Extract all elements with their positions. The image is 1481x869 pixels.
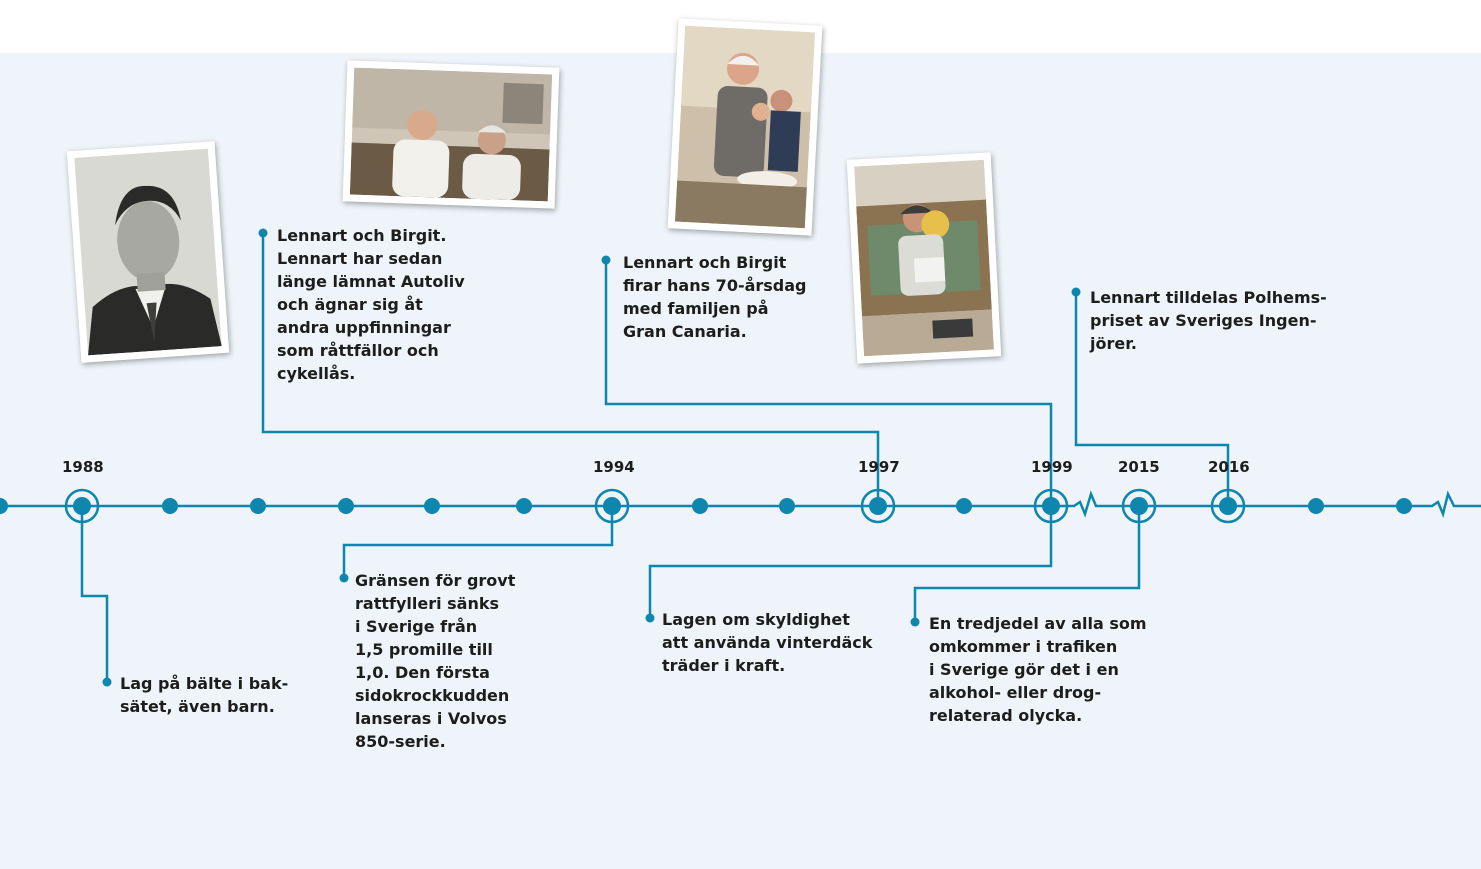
tick-dot xyxy=(516,498,532,514)
connector-1988-caption xyxy=(80,506,109,682)
dot-1997 xyxy=(869,497,887,515)
dot-1994 xyxy=(603,497,621,515)
tick-dot xyxy=(692,498,708,514)
portrait-photo xyxy=(66,141,230,363)
year-2016: 2016 xyxy=(1208,458,1250,476)
timeline-axis xyxy=(0,490,1481,518)
tick-dot xyxy=(1396,498,1412,514)
ring-1999 xyxy=(1033,488,1069,524)
ring-2015 xyxy=(1121,488,1157,524)
tick-dot xyxy=(1308,498,1324,514)
dot-1999 xyxy=(1042,497,1060,515)
ring-1988 xyxy=(64,488,100,524)
ring-1994 xyxy=(594,488,630,524)
bullet-alcohol xyxy=(910,617,920,627)
tick-dot xyxy=(250,498,266,514)
dot-2016 xyxy=(1219,497,1237,515)
ring-1997 xyxy=(860,488,896,524)
bullet-winter-tires xyxy=(645,613,655,623)
birthday-image xyxy=(674,25,816,229)
caption-winter-tires: Lagen om skyldighet att använda vinterdä… xyxy=(662,610,873,675)
caption-backseat-belt: Lag på bälte i bak- sätet, även barn. xyxy=(120,674,289,716)
caption-70th-birthday: Lennart och Birgit firar hans 70-årsdag … xyxy=(623,253,807,341)
connector-1994-caption xyxy=(342,506,614,578)
couch-photo xyxy=(846,152,1002,364)
connector-1999-lower-caption xyxy=(648,506,1053,618)
tick-dot xyxy=(0,498,8,514)
connector-2015-caption xyxy=(913,506,1141,622)
bullet-birgit-autoliv xyxy=(258,228,268,238)
connector-1997-caption xyxy=(261,233,880,506)
dot-2015 xyxy=(1130,497,1148,515)
bullet-drunk-driving xyxy=(339,573,349,583)
bullet-polhem xyxy=(1071,287,1081,297)
year-1999: 1999 xyxy=(1031,458,1073,476)
tick-dot xyxy=(956,498,972,514)
tick-dot xyxy=(779,498,795,514)
tick-dot xyxy=(424,498,440,514)
tick-dot xyxy=(162,498,178,514)
couple-photo xyxy=(342,60,560,209)
birthday-photo xyxy=(667,18,823,236)
year-1997: 1997 xyxy=(858,458,900,476)
caption-polhem-prize: Lennart tilldelas Polhems- priset av Sve… xyxy=(1090,288,1327,353)
caption-drunk-driving-limit: Gränsen för grovt rattfylleri sänks i Sv… xyxy=(355,571,516,751)
portrait-image xyxy=(74,148,222,356)
dot-1988 xyxy=(73,497,91,515)
connector-2016-caption xyxy=(1074,292,1230,506)
year-1994: 1994 xyxy=(593,458,635,476)
year-2015: 2015 xyxy=(1118,458,1160,476)
tick-dot xyxy=(338,498,354,514)
couple-image xyxy=(349,67,553,202)
ring-2016 xyxy=(1210,488,1246,524)
bullet-backseat xyxy=(102,677,112,687)
bullet-birthday xyxy=(601,255,611,265)
caption-lennart-birgit-autoliv: Lennart och Birgit. Lennart har sedan lä… xyxy=(277,226,465,383)
connector-1999-caption xyxy=(604,260,1053,506)
year-1988: 1988 xyxy=(62,458,104,476)
caption-alcohol-related-deaths: En tredjedel av alla som omkommer i traf… xyxy=(929,614,1147,725)
couch-image xyxy=(854,159,994,357)
